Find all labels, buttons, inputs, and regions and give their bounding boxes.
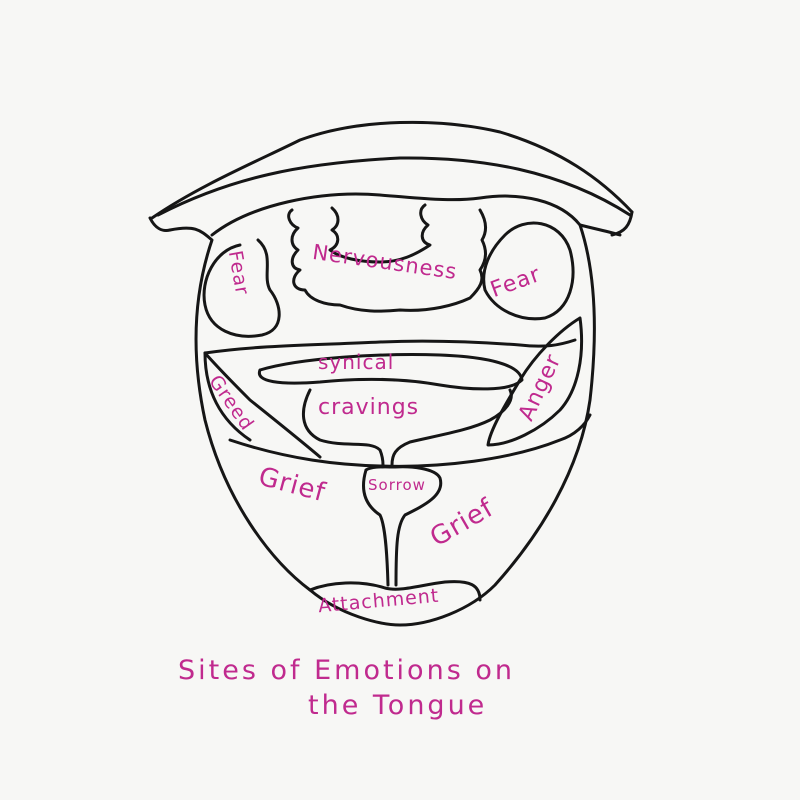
mid-band-top (203, 338, 577, 355)
lip-left-corner (148, 216, 172, 232)
diagram-title-line2: the Tongue (308, 690, 488, 721)
inner-arc (210, 192, 582, 237)
sorrow-shape (362, 465, 443, 587)
upper-lip-outer (150, 120, 634, 220)
fear-right-shape (482, 221, 575, 321)
region-label-sorrow: Sorrow (368, 476, 426, 494)
nervousness-shape (287, 203, 488, 313)
fear-left-shape (202, 238, 281, 338)
attachment-shape (308, 580, 482, 602)
tongue-outline (168, 223, 622, 627)
region-label-synical: synical (318, 350, 395, 374)
synical-shape (257, 353, 524, 391)
cross-band (228, 413, 592, 468)
greed-shape (203, 351, 322, 459)
cravings-shape (301, 388, 513, 467)
anger-shape (486, 316, 584, 447)
upper-lip-inner (156, 156, 632, 217)
region-label-cravings: cravings (318, 395, 420, 420)
diagram-title-line1: Sites of Emotions on (178, 655, 515, 686)
